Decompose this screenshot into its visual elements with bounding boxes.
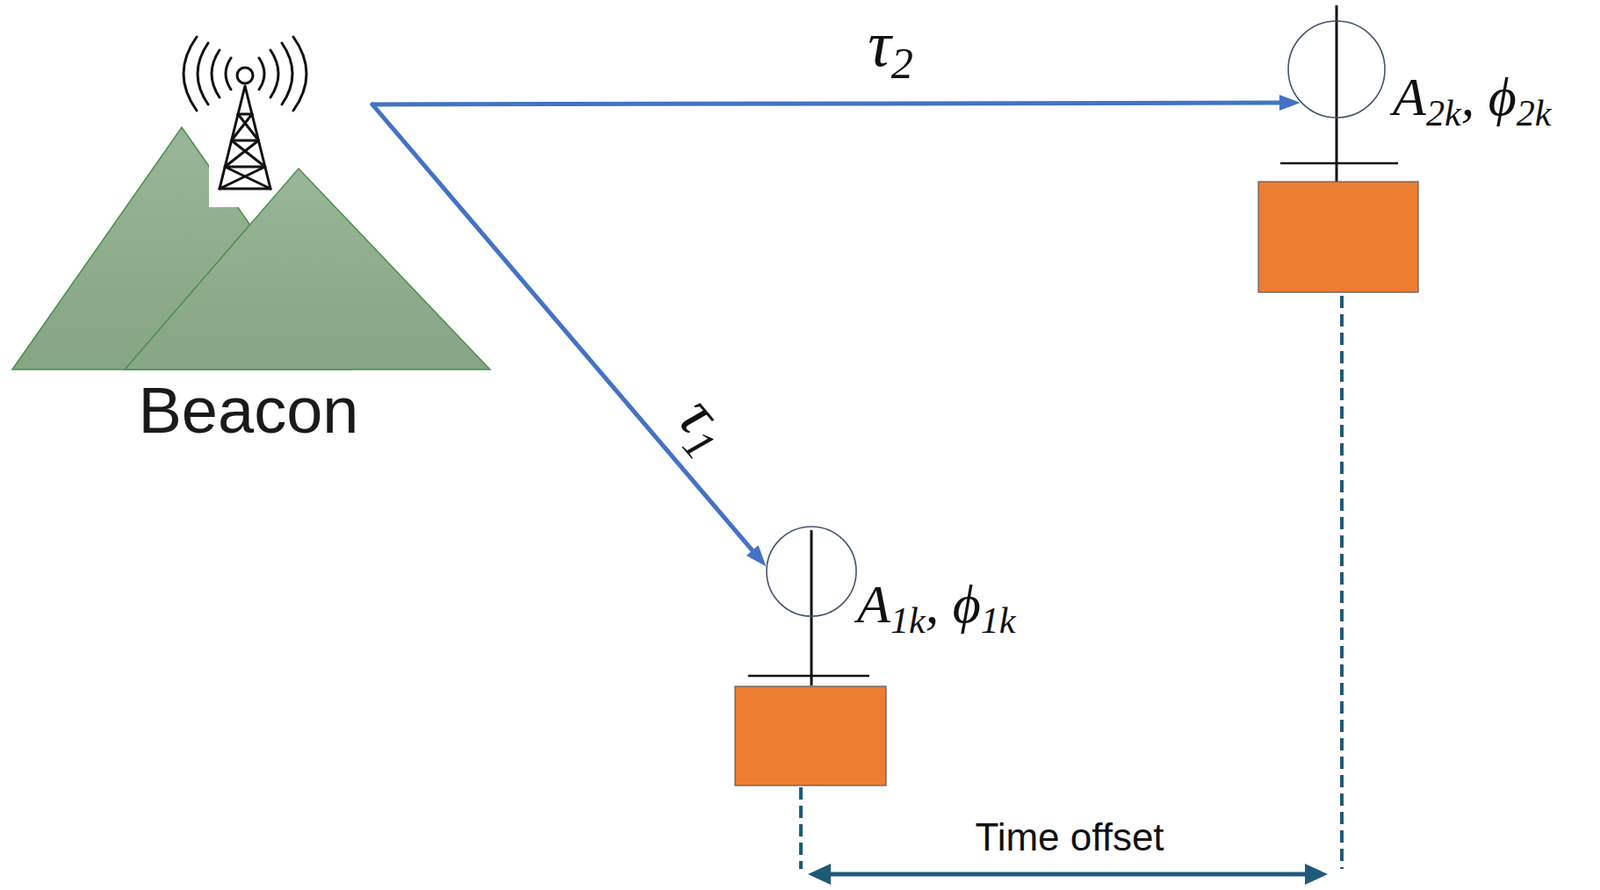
ground-bar [748,675,870,678]
arrow-head [1304,864,1328,886]
tower-rung [219,114,271,189]
signal-line [372,104,755,554]
arrow-head [746,545,766,567]
radio-wave [183,36,307,111]
antenna-element: A2k, ϕ2k [1287,20,1386,119]
tower-emitter [237,67,253,84]
dimension-label: Time offset [974,818,1164,858]
signal-line [372,102,1283,105]
mountain [124,168,491,370]
antenna-mast [810,530,814,686]
subscript: 1k [980,599,1017,642]
antenna-label: A2k, ϕ2k [1392,69,1552,124]
radio-wave [197,43,293,105]
arrow-head [807,864,831,886]
radio-wave [211,50,279,98]
ground-bar [1280,162,1399,166]
signal-arrow [372,94,1301,111]
subscript: 2k [1516,92,1552,134]
tower-leg [219,86,271,189]
delay-label: τ2 [867,11,914,77]
subscript: 2 [891,38,914,88]
antenna-circle [1287,20,1386,119]
antenna-circle [765,526,858,618]
subscript: 1 [673,420,726,469]
offset-arrow [827,872,1309,878]
radio-wave [225,57,265,90]
antenna-circle [766,526,857,617]
tower-symbol [183,36,307,189]
antenna-circle [1288,21,1385,118]
dashed-guide [799,787,803,870]
receiver-box [735,686,887,786]
tower-brace [219,114,271,189]
antenna-element: A1k, ϕ1k [765,526,858,618]
dashed-guide [1340,295,1344,870]
receiver-box [1258,181,1419,293]
delay-label: τ1 [667,384,747,462]
signal-arrow [372,104,766,567]
node-label: Beacon [138,378,360,444]
antenna-mast [1335,5,1339,182]
antenna-label: A1k, ϕ1k [857,576,1017,632]
subscript: 1k [890,599,926,642]
subscript: 2k [1426,92,1462,134]
beacon-node: Beacon [12,52,373,440]
